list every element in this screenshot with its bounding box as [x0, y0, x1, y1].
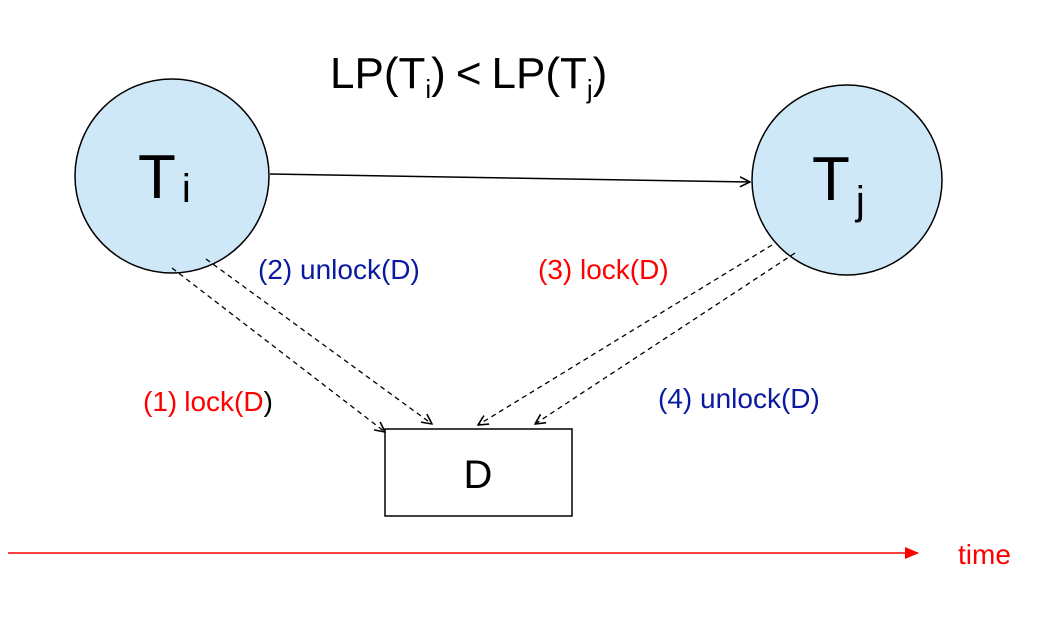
- lock-arrow-3: [478, 244, 773, 425]
- precedence-arrow: [269, 173, 750, 182]
- title-lp-left: LP: [330, 49, 384, 98]
- title-lp-right: LP: [492, 49, 546, 98]
- resource-d: D: [384, 428, 573, 517]
- label-step-1-close: ): [264, 386, 273, 417]
- title-paren-open-left: (: [384, 49, 399, 98]
- label-step-3: (3) lock(D): [538, 254, 669, 285]
- node-ti-letter: T: [138, 143, 176, 212]
- node-tj-subscript: j: [855, 179, 865, 223]
- label-step-1: (1)lock(D): [143, 386, 273, 417]
- label-step-4: (4) unlock(D): [658, 383, 820, 414]
- title-paren-close-right: ): [593, 49, 608, 98]
- title-paren-close-left: ): [431, 49, 446, 98]
- node-ti-subscript: i: [182, 167, 191, 211]
- svg-text:Tj: Tj: [812, 145, 865, 223]
- label-step-1-action: lock(D: [184, 386, 263, 417]
- svg-text:LP(Ti)<LP(Tj): LP(Ti)<LP(Tj): [330, 49, 607, 104]
- unlock-arrow-4: [535, 252, 796, 424]
- label-step-2: (2) unlock(D): [258, 254, 420, 285]
- title: LP(Ti)<LP(Tj): [330, 49, 607, 104]
- title-sub-i: i: [425, 74, 431, 104]
- title-less-than: <: [456, 49, 482, 98]
- label-step-1-number: (1): [143, 386, 177, 417]
- title-t-left: T: [398, 49, 425, 98]
- title-paren-open-right: (: [545, 49, 560, 98]
- resource-d-label: D: [464, 453, 493, 497]
- svg-text:Ti: Ti: [138, 143, 191, 212]
- timeline-label: time: [958, 539, 1011, 570]
- title-sub-j: j: [586, 74, 593, 104]
- unlock-arrow-2: [205, 258, 432, 424]
- title-t-right: T: [560, 49, 587, 98]
- node-tj-letter: T: [812, 145, 850, 214]
